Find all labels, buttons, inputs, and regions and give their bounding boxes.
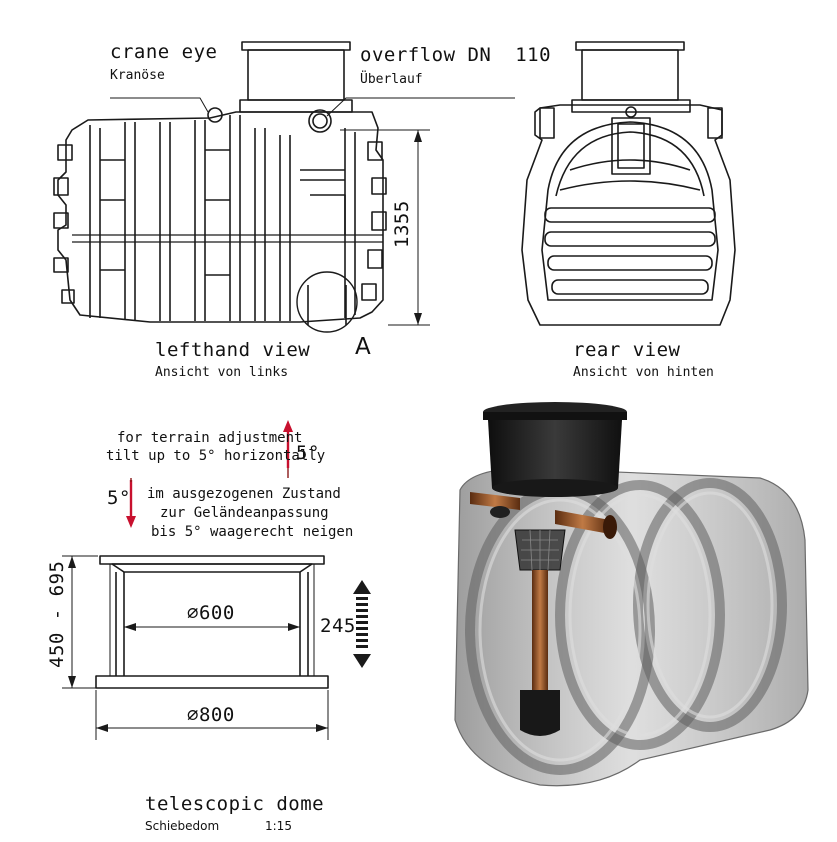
terrain-note-de-1: im ausgezogenen Zustand [147,486,341,502]
lefthand-view-title: lefthand view [155,339,311,361]
rear-view-title-de: Ansicht von hinten [573,365,714,380]
crane-eye-label-de: Kranöse [110,68,165,83]
detail-a-label: A [355,334,371,360]
terrain-note-de-3: bis 5° waagerecht neigen [151,524,354,540]
rear-view-title: rear view [573,339,681,361]
terrain-note-en-1: for terrain adjustment [117,430,303,446]
terrain-note-de-2: zur Geländeanpassung [160,505,329,521]
height-1355-dimension: 1355 [391,200,413,248]
lefthand-view-title-de: Ansicht von links [155,365,289,380]
terrain-note-en-2: tilt up to 5° horizontally [106,448,326,464]
overflow-label: overflow DN 110 [360,44,552,66]
diameter-800-dimension: ⌀800 [187,704,235,726]
drawing-scale: 1:15 [265,819,292,833]
travel-245-dimension: 245 [320,615,356,637]
diameter-600-dimension: ⌀600 [187,602,235,624]
tilt-angle-up: 5° [296,442,320,464]
overflow-label-de: Überlauf [360,72,423,87]
range-450-695-dimension: 450 - 695 [46,560,68,668]
telescopic-dome-title: telescopic dome [145,793,325,815]
tilt-angle-down: 5° [107,487,131,509]
crane-eye-label: crane eye [110,41,218,63]
telescopic-dome-title-de: Schiebedom [145,819,220,833]
